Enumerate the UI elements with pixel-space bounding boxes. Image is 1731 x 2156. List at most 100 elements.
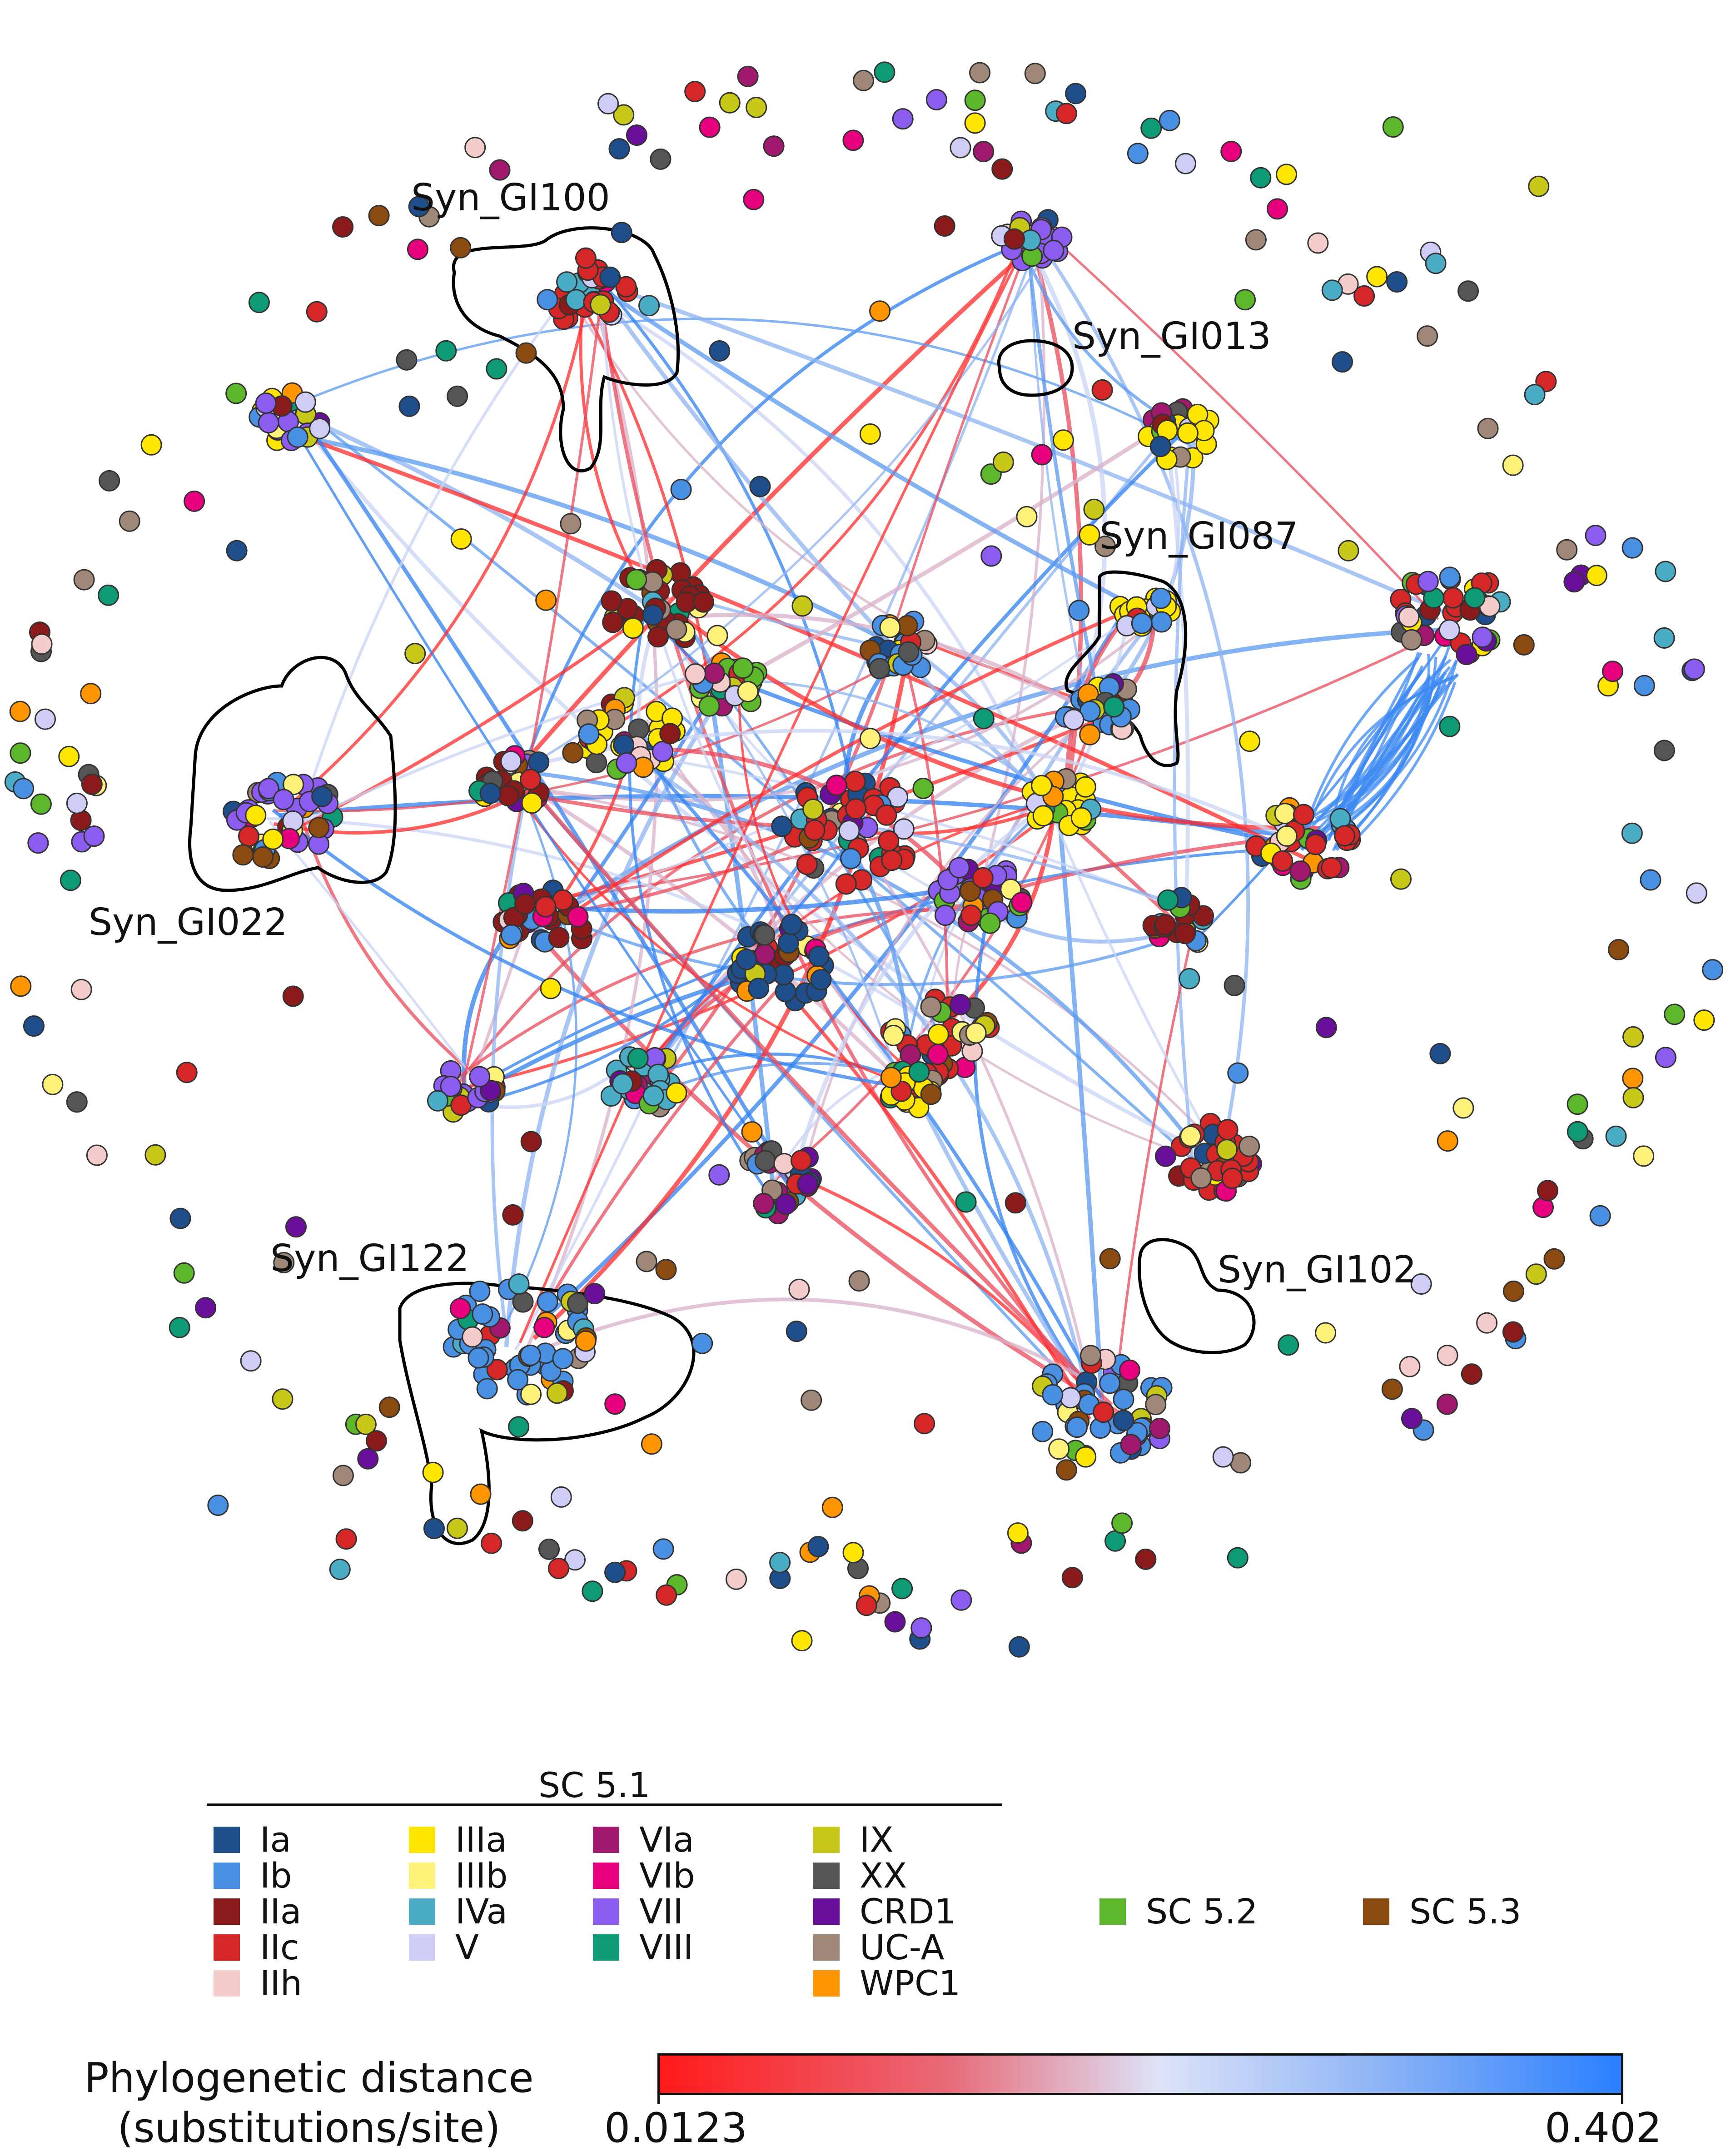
network-node xyxy=(769,1552,791,1573)
cluster-outlines xyxy=(188,226,1256,1545)
network-node xyxy=(992,451,1014,473)
cluster-outline xyxy=(188,656,397,892)
network-node xyxy=(1150,587,1172,609)
network-node xyxy=(927,1043,949,1065)
legend-swatch xyxy=(1363,1898,1389,1925)
network-node xyxy=(1472,626,1493,648)
network-node xyxy=(754,944,776,965)
network-node xyxy=(1151,611,1172,633)
network-node xyxy=(500,750,522,772)
network-node xyxy=(1381,1378,1403,1400)
network-node xyxy=(567,1292,588,1314)
network-node xyxy=(684,81,706,102)
network-node xyxy=(1513,634,1535,656)
network-node xyxy=(10,742,31,764)
network-node xyxy=(934,215,955,237)
network-node xyxy=(1177,422,1199,444)
network-node xyxy=(1245,229,1267,251)
network-edge xyxy=(537,1297,1111,1395)
legend-label: WPC1 xyxy=(860,1962,961,2003)
network-node xyxy=(252,846,274,868)
network-node xyxy=(575,247,597,269)
legend-swatch xyxy=(593,1898,619,1925)
legend-label: VIII xyxy=(639,1927,694,1967)
network-node xyxy=(1417,571,1439,592)
network-node xyxy=(1111,1512,1133,1534)
network-node xyxy=(1267,198,1288,220)
network-node xyxy=(1425,253,1447,274)
network-node xyxy=(1190,1167,1212,1189)
legend-swatch xyxy=(1099,1898,1126,1925)
cluster-label-syn-gi013: Syn_GI013 xyxy=(1072,315,1271,358)
legend-item-vib: VIb xyxy=(593,1858,695,1893)
network-node xyxy=(1113,1410,1134,1431)
network-edge xyxy=(1173,442,1194,1164)
network-edge xyxy=(517,234,1043,782)
network-edge xyxy=(766,1163,1090,1394)
legend-item-uc-a: UC-A xyxy=(813,1929,960,1965)
network-node xyxy=(262,828,284,850)
network-node xyxy=(1476,1312,1498,1334)
network-node xyxy=(848,1270,870,1292)
network-node xyxy=(1386,271,1408,293)
network-node xyxy=(777,932,799,954)
legend-label: IIa xyxy=(260,1891,302,1932)
legend-label: IIIb xyxy=(455,1855,508,1896)
network-edge xyxy=(551,605,1138,929)
network-node xyxy=(1438,619,1460,641)
network-node xyxy=(31,633,53,655)
network-edge xyxy=(1028,249,1091,715)
cluster-label-syn-gi100: Syn_GI100 xyxy=(411,176,610,219)
network-node xyxy=(893,818,915,840)
network-node xyxy=(512,1510,533,1532)
network-node xyxy=(613,104,635,126)
network-node xyxy=(1032,805,1054,827)
network-node xyxy=(1157,889,1179,911)
legend-label: VII xyxy=(639,1891,683,1932)
network-node xyxy=(1653,740,1675,761)
network-node xyxy=(308,817,330,839)
network-node xyxy=(1586,565,1607,586)
network-node xyxy=(604,1561,626,1583)
network-node xyxy=(826,775,847,796)
legend-label: Ib xyxy=(260,1855,292,1896)
network-node xyxy=(512,1291,534,1313)
network-node xyxy=(626,124,647,146)
network-node xyxy=(66,1091,88,1113)
network-node xyxy=(226,540,248,561)
network-node xyxy=(1398,606,1420,628)
network-node xyxy=(1016,506,1038,527)
legend-item-sc52: SC 5.2 xyxy=(1099,1894,1258,1929)
network-node xyxy=(546,1382,568,1404)
network-node xyxy=(652,740,674,762)
network-node xyxy=(973,708,995,730)
network-node xyxy=(879,616,901,638)
network-node xyxy=(597,93,619,114)
network-node xyxy=(1622,1087,1644,1108)
network-node xyxy=(486,358,507,380)
network-node xyxy=(1239,1135,1260,1157)
network-node xyxy=(408,196,430,218)
network-node xyxy=(60,869,81,891)
network-node xyxy=(1070,807,1092,829)
network-node xyxy=(1452,1097,1474,1119)
network-node xyxy=(1633,675,1655,696)
network-node xyxy=(1640,869,1661,891)
network-node xyxy=(548,927,570,949)
network-node xyxy=(1437,1130,1458,1152)
network-node xyxy=(468,1347,489,1369)
network-node xyxy=(1276,164,1298,185)
cluster-label-syn-gi102: Syn_GI102 xyxy=(1218,1248,1417,1292)
network-node xyxy=(1605,1125,1627,1147)
network-node xyxy=(719,92,741,114)
network-node xyxy=(856,1595,877,1616)
legend-swatch xyxy=(409,1862,435,1889)
network-node xyxy=(489,159,511,181)
network-node xyxy=(880,1067,902,1088)
network-node xyxy=(1321,279,1343,301)
network-node xyxy=(1042,1384,1064,1406)
network-edge xyxy=(787,806,1044,1196)
network-node xyxy=(659,723,681,745)
network-node xyxy=(1305,834,1327,855)
network-node xyxy=(1212,1446,1234,1468)
